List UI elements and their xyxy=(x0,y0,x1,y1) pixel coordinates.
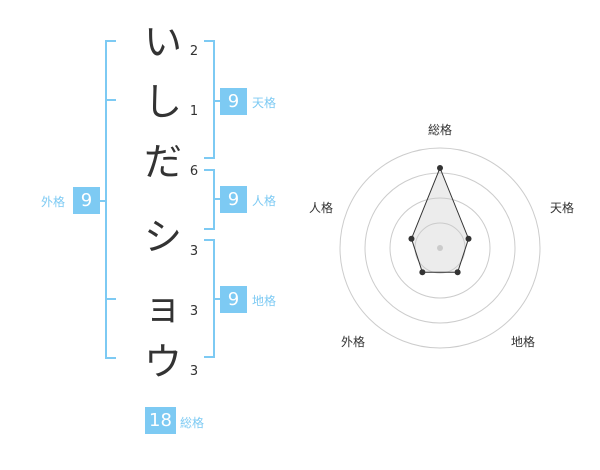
radar-point-2 xyxy=(465,235,472,242)
stroke-count-4: 3 xyxy=(189,244,199,259)
radar-center-dot xyxy=(437,245,443,251)
radar-ring-3 xyxy=(364,172,516,324)
name-char-4: シ xyxy=(143,215,182,259)
radar-ring-2 xyxy=(389,197,491,299)
gaikaku-label: 外格 xyxy=(41,195,66,209)
name-char-1: い xyxy=(143,20,182,64)
stroke-count-2: 1 xyxy=(189,104,199,119)
chikaku-label: 地格 xyxy=(252,294,277,308)
radar-label-tenkaku: 天格 xyxy=(550,201,575,215)
radar-label-gaikaku: 外格 xyxy=(341,335,366,349)
soukaku-label: 総格 xyxy=(180,416,205,430)
radar-point-1 xyxy=(437,165,443,171)
radar-point-3 xyxy=(454,269,461,276)
jinkaku-score-badge: 9 xyxy=(220,186,247,213)
stroke-count-3: 6 xyxy=(189,164,199,179)
radar-label-soukaku: 総格 xyxy=(428,123,453,137)
radar-label-chikaku: 地格 xyxy=(511,335,536,349)
chikaku-score-badge: 9 xyxy=(220,286,247,313)
radar-label-jinkaku: 人格 xyxy=(309,201,334,215)
jinkaku-label: 人格 xyxy=(252,194,277,208)
tenkaku-label: 天格 xyxy=(252,96,277,110)
gaikaku-score-badge: 9 xyxy=(73,187,100,214)
radar-point-5 xyxy=(408,235,415,242)
radar-ring-4 xyxy=(339,147,541,349)
stroke-count-1: 2 xyxy=(189,44,199,59)
soukaku-score-badge: 18 xyxy=(145,407,176,434)
name-char-5: ョ xyxy=(143,285,182,329)
radar-polygon xyxy=(410,166,470,273)
name-char-3: だ xyxy=(143,140,182,184)
name-char-6: ウ xyxy=(143,340,182,384)
stroke-count-5: 3 xyxy=(189,304,199,319)
tenkaku-score-badge: 9 xyxy=(220,88,247,115)
name-char-2: し xyxy=(143,80,182,124)
stroke-count-6: 3 xyxy=(189,364,199,379)
radar-point-4 xyxy=(419,269,426,276)
